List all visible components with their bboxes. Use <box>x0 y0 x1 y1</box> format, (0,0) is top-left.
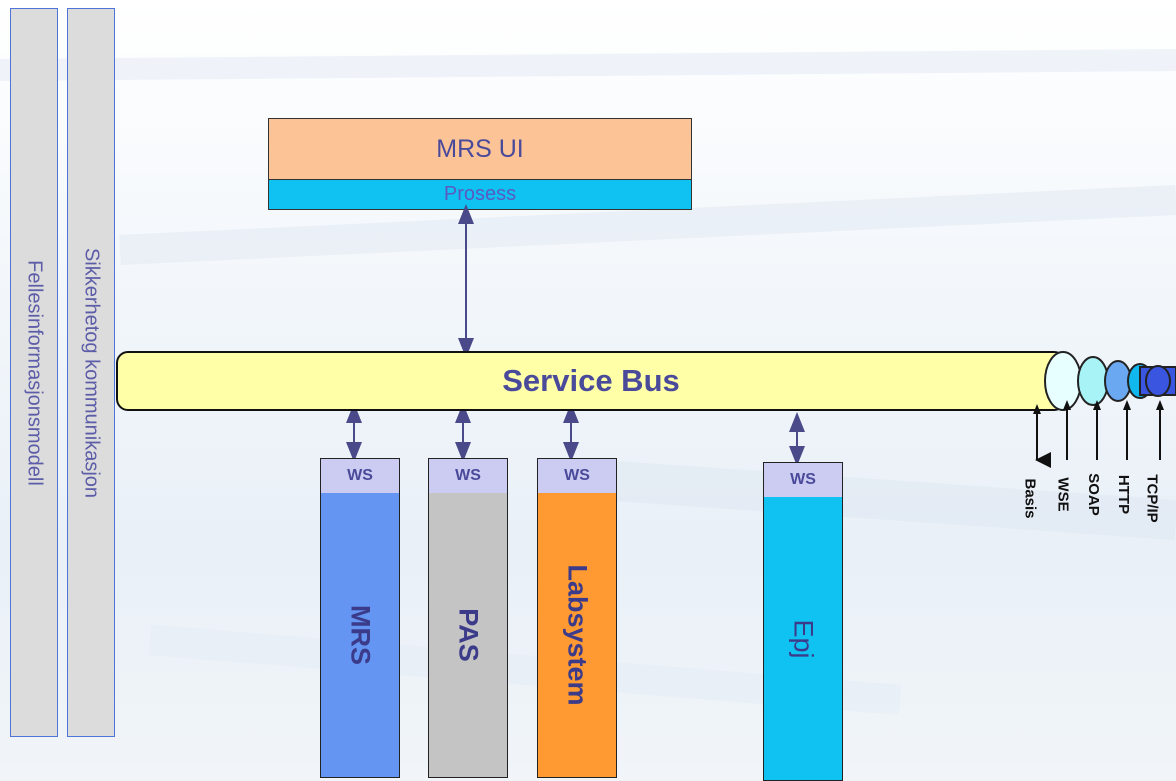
mrs-ui-subtitle: Prosess <box>269 179 691 209</box>
layer-label-soap: SOAP <box>1084 473 1102 516</box>
cable-layers-graphic <box>1044 351 1176 411</box>
layer-label-basis: Basis <box>1021 478 1039 519</box>
mrs-ui-box: MRS UI Prosess <box>268 118 692 210</box>
service-mrs: WS MRS <box>320 458 400 778</box>
ws-label: WS <box>764 463 842 498</box>
service-name: Labsystem <box>562 564 593 706</box>
layer-pointers <box>1033 400 1164 468</box>
service-name: PAS <box>453 608 484 662</box>
service-bus: Service Bus <box>116 351 1066 411</box>
service-name: MRS <box>345 605 376 665</box>
service-body: Labsystem <box>538 493 616 777</box>
ws-label: WS <box>321 459 399 494</box>
layer-label-http: HTTP <box>1115 474 1133 515</box>
service-epj: WS Epj <box>763 462 843 781</box>
ws-label: WS <box>429 459 507 494</box>
service-body: MRS <box>321 493 399 777</box>
service-body: Epj <box>764 497 842 780</box>
left-side-bar: Fellesinformasjonsmodell <box>10 8 58 737</box>
layer-label-wse: WSE <box>1054 477 1072 512</box>
service-labsystem: WS Labsystem <box>537 458 617 778</box>
mrs-ui-title: MRS UI <box>269 119 691 179</box>
service-pas: WS PAS <box>428 458 508 778</box>
service-name: Epj <box>788 618 819 659</box>
right-side-bar: Sikkerhetog kommunikasjon <box>67 8 115 737</box>
ws-label: WS <box>538 459 616 494</box>
layer-label-tcpip: TCP/IP <box>1143 474 1161 523</box>
service-body: PAS <box>429 493 507 777</box>
